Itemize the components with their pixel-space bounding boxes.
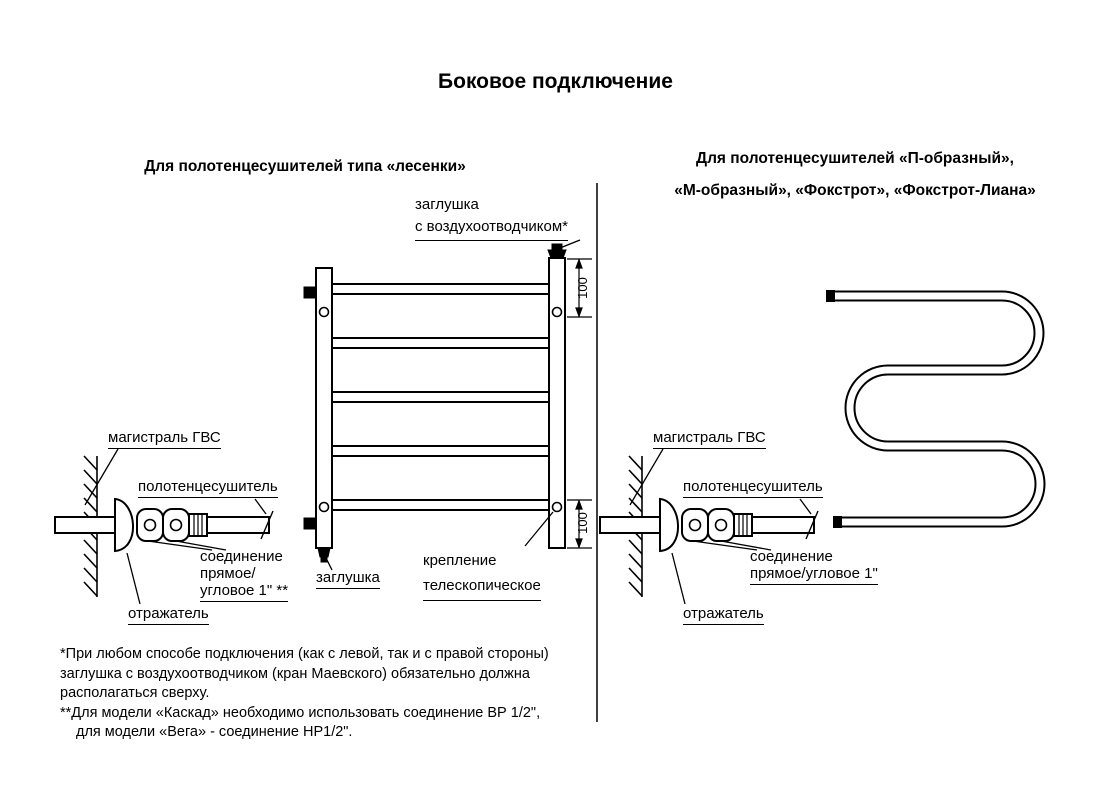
footnote-line5: для модели «Вега» - соединение НР1/2". — [76, 724, 353, 740]
label-connection-right: соединение прямое/угловое 1" — [750, 548, 878, 585]
label-plug-bottom: заглушка — [316, 569, 380, 589]
air-vent-label-line2: с воздухоотводчиком* — [415, 216, 568, 241]
connection-stub-bottom — [303, 517, 317, 530]
label-telescopic-mount: крепление телескопическое — [423, 548, 541, 601]
label-main-gvs-left: магистраль ГВС — [108, 429, 221, 449]
connection-stub-top — [303, 286, 317, 299]
air-vent-label-line1: заглушка — [415, 196, 479, 213]
mount-screw — [551, 306, 563, 318]
connection-line2: прямое/ — [200, 565, 256, 582]
page-title: Боковое подключение — [438, 70, 673, 93]
mount-line1: крепление — [423, 552, 497, 569]
label-reflector-right: отражатель — [683, 605, 764, 625]
mount-screw — [551, 501, 563, 513]
main-gvs-text: магистраль ГВС — [653, 429, 766, 449]
footnotes: *При любом способе подключения (как с ле… — [60, 645, 549, 743]
label-reflector-left: отражатель — [128, 605, 209, 625]
connection-line1: соединение — [750, 548, 833, 565]
towel-rail-text: полотенцесушитель — [138, 478, 278, 498]
right-subtitle-line2: «М-образный», «Фокстрот», «Фокстрот-Лиан… — [674, 182, 1036, 199]
towel-rail-text: полотенцесушитель — [683, 478, 823, 498]
label-main-gvs-right: магистраль ГВС — [653, 429, 766, 449]
m-shaped-towel-rail-drawing — [826, 290, 1046, 528]
dimension-100-bottom: 100 — [575, 512, 590, 534]
mount-screw — [318, 306, 330, 318]
footnote-line1: *При любом способе подключения (как с ле… — [60, 646, 549, 662]
connection-line2: прямое/угловое 1" — [750, 565, 878, 585]
pipe-end-cap — [826, 290, 835, 302]
right-section-subtitle: Для полотенцесушителей «П-образный», «М-… — [615, 143, 1095, 207]
reflector-text: отражатель — [128, 605, 209, 625]
reflector-text: отражатель — [683, 605, 764, 625]
mount-line2: телескопическое — [423, 573, 541, 601]
footnote-line2: заглушка с воздухоотводчиком (кран Маевс… — [60, 665, 530, 682]
right-subtitle-line1: Для полотенцесушителей «П-образный», — [696, 150, 1014, 167]
dimension-100-top: 100 — [575, 277, 590, 299]
dimension-lines — [567, 258, 592, 549]
connection-line3: угловое 1" ** — [200, 582, 289, 602]
mount-screw — [318, 501, 330, 513]
plug-text: заглушка — [316, 569, 380, 589]
footnote-line4: **Для модели «Каскад» необходимо использ… — [60, 704, 541, 721]
pipe-end-cap — [833, 516, 842, 528]
label-towel-rail-left: полотенцесушитель — [138, 478, 278, 498]
connection-line1: соединение — [200, 548, 283, 565]
label-towel-rail-right: полотенцесушитель — [683, 478, 823, 498]
footnote-line3: располагаться сверху. — [60, 685, 210, 701]
bottom-plug — [317, 547, 331, 563]
left-section-subtitle: Для полотенцесушителей типа «лесенки» — [144, 158, 466, 175]
label-air-vent-plug: заглушка с воздухоотводчиком* — [415, 194, 568, 241]
ladder-towel-rail-drawing — [303, 239, 592, 571]
label-connection-left: соединение прямое/ угловое 1" ** — [200, 548, 289, 602]
main-gvs-text: магистраль ГВС — [108, 429, 221, 449]
